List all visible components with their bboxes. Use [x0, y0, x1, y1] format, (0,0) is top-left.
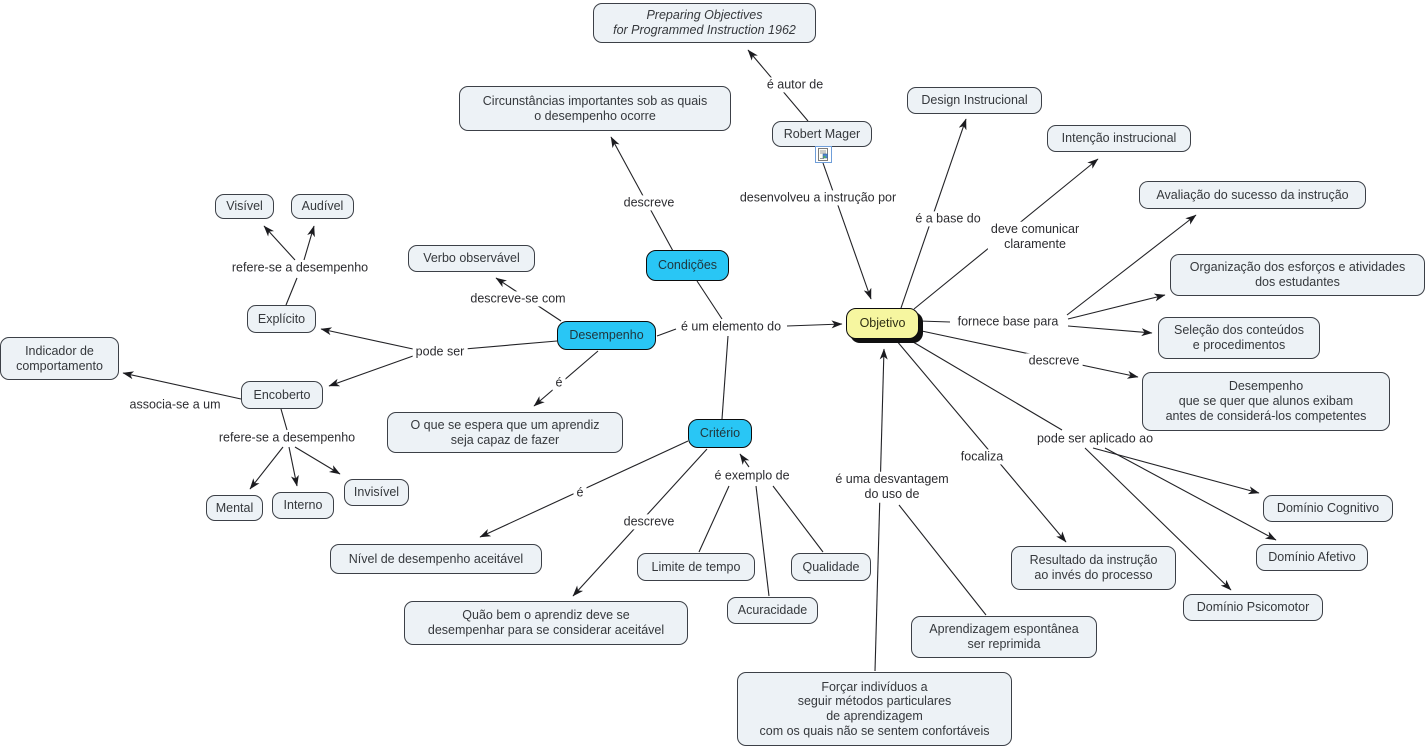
node-dominio-afetivo[interactable]: Domínio Afetivo — [1256, 544, 1368, 571]
node-desempenho-alunos[interactable]: Desempenho que se quer que alunos exibam… — [1142, 372, 1390, 431]
node-explicito[interactable]: Explícito — [247, 305, 316, 333]
link-e-criterio[interactable]: é — [573, 485, 587, 501]
node-o-que-se-espera[interactable]: O que se espera que um aprendiz seja cap… — [387, 412, 623, 453]
edge-refere2-mental — [249, 446, 284, 490]
edge-desempenho-elemento — [656, 328, 677, 337]
link-fornece-base[interactable]: fornece base para — [954, 314, 1062, 330]
node-verbo-observavel[interactable]: Verbo observável — [408, 245, 535, 272]
edge-forcar-objetivo — [874, 348, 888, 672]
link-e-autor-de[interactable]: é autor de — [763, 77, 827, 93]
node-dominio-psicomotor[interactable]: Domínio Psicomotor — [1183, 594, 1323, 621]
node-encoberto[interactable]: Encoberto — [241, 381, 323, 409]
node-mental[interactable]: Mental — [206, 495, 263, 521]
edge-refere2-invisivel — [294, 446, 341, 475]
node-invisivel[interactable]: Invisível — [344, 479, 409, 506]
link-descreve-objetivo[interactable]: descreve — [1025, 353, 1083, 369]
link-descreve-criterio[interactable]: descreve — [620, 514, 678, 530]
edge-encoberto-indicador — [122, 371, 242, 400]
link-pode-ser[interactable]: pode ser — [412, 344, 468, 360]
edge-podeser-encoberto — [328, 355, 414, 387]
link-descreve-condicoes[interactable]: descreve — [620, 195, 678, 211]
edge-fornece-selecao — [1067, 325, 1153, 337]
node-indicador-comportamento[interactable]: Indicador de comportamento — [0, 337, 119, 380]
node-limite-tempo[interactable]: Limite de tempo — [637, 553, 755, 581]
link-desvantagem[interactable]: é uma desvantagem do uso de — [832, 471, 952, 503]
edge-fornece-organizacao — [1067, 293, 1166, 320]
edge-objetivo-fornece — [918, 320, 951, 323]
node-nivel-desempenho[interactable]: Nível de desempenho aceitável — [330, 544, 542, 574]
edge-exemplo-criterio — [739, 453, 750, 468]
node-circunstancias[interactable]: Circunstâncias importantes sob as quais … — [459, 86, 731, 131]
node-selecao-conteudos[interactable]: Seleção dos conteúdos e procedimentos — [1158, 317, 1320, 359]
document-resource-icon[interactable] — [815, 146, 832, 163]
node-design-instrucional[interactable]: Design Instrucional — [907, 87, 1042, 114]
edge-fornece-avaliacao — [1066, 214, 1197, 316]
edge-qualidade-exemplo — [772, 485, 824, 553]
edge-objetivo-aplicado — [907, 338, 1063, 431]
node-objetivo[interactable]: Objetivo — [846, 308, 919, 339]
node-audivel[interactable]: Audível — [291, 194, 354, 219]
link-deve-comunicar[interactable]: deve comunicar claramente — [987, 221, 1083, 253]
node-qualidade[interactable]: Qualidade — [791, 553, 871, 581]
node-dominio-cognitivo[interactable]: Domínio Cognitivo — [1263, 495, 1393, 522]
link-e-exemplo-de[interactable]: é exemplo de — [711, 468, 793, 484]
link-refere-se-explicito[interactable]: refere-se a desempenho — [228, 260, 372, 276]
edge-condicoes-circunstancias — [610, 136, 674, 252]
link-descreve-se-com[interactable]: descreve-se com — [467, 291, 569, 307]
node-book-title[interactable]: Preparing Objectives for Programmed Inst… — [593, 3, 816, 43]
link-refere-se-encoberto[interactable]: refere-se a desempenho — [215, 430, 359, 446]
edge-acuracidade-exemplo — [755, 485, 770, 597]
edge-aplicado-cognitivo — [1092, 447, 1260, 495]
link-e-um-elemento-do[interactable]: é um elemento do — [677, 319, 785, 335]
link-e-a-base-do[interactable]: é a base do — [912, 211, 984, 227]
link-associa-se[interactable]: associa-se a um — [126, 397, 224, 413]
edge-explicito-refere — [285, 277, 298, 306]
edge-refere2-interno — [288, 446, 299, 487]
node-resultado-instrucao[interactable]: Resultado da instrução ao invés do proce… — [1011, 546, 1176, 590]
edge-refere-visivel — [263, 225, 296, 261]
edge-desempenho-espera — [533, 350, 599, 407]
edge-aprendizagem-desvantagem — [898, 504, 987, 616]
edge-podeser-explicito — [320, 327, 414, 350]
node-avaliacao-sucesso[interactable]: Avaliação do sucesso da instrução — [1139, 181, 1366, 209]
link-e-desempenho[interactable]: é — [552, 375, 566, 391]
edge-limite-exemplo — [698, 485, 730, 553]
node-robert-mager[interactable]: Robert Mager — [772, 121, 872, 147]
link-pode-ser-aplicado[interactable]: pode ser aplicado ao — [1033, 431, 1157, 447]
edge-refere-audivel — [303, 225, 315, 261]
node-forcar-individuos[interactable]: Forçar indivíduos a seguir métodos parti… — [737, 672, 1012, 746]
edge-encoberto-refere2 — [280, 408, 288, 431]
edge-criterio-elemento — [721, 335, 729, 420]
edge-mager-objetivo — [822, 162, 872, 300]
node-aprendizagem-espontanea[interactable]: Aprendizagem espontânea ser reprimida — [911, 616, 1097, 658]
node-acuracidade[interactable]: Acuracidade — [727, 597, 818, 624]
edge-elemento-objetivo — [786, 320, 843, 329]
node-criterio[interactable]: Critério — [688, 419, 752, 448]
node-visivel[interactable]: Visível — [215, 194, 274, 219]
link-focaliza[interactable]: focaliza — [957, 449, 1007, 465]
edge-aplicado-psicomotor — [1084, 447, 1232, 591]
node-desempenho[interactable]: Desempenho — [557, 321, 656, 350]
node-condicoes[interactable]: Condições — [646, 250, 729, 281]
link-desenvolveu-instrucao[interactable]: desenvolveu a instrução por — [736, 190, 900, 206]
edge-objetivo-resultado — [895, 339, 1067, 543]
edge-aplicado-afetivo — [1104, 447, 1277, 541]
node-intencao-instrucional[interactable]: Intenção instrucional — [1047, 125, 1191, 152]
edge-condicoes-elemento — [696, 280, 723, 320]
node-interno[interactable]: Interno — [272, 492, 334, 519]
node-quao-bem[interactable]: Quão bem o aprendiz deve se desempenhar … — [404, 601, 688, 645]
node-organizacao-esforcos[interactable]: Organização dos esforços e atividades do… — [1170, 254, 1425, 296]
